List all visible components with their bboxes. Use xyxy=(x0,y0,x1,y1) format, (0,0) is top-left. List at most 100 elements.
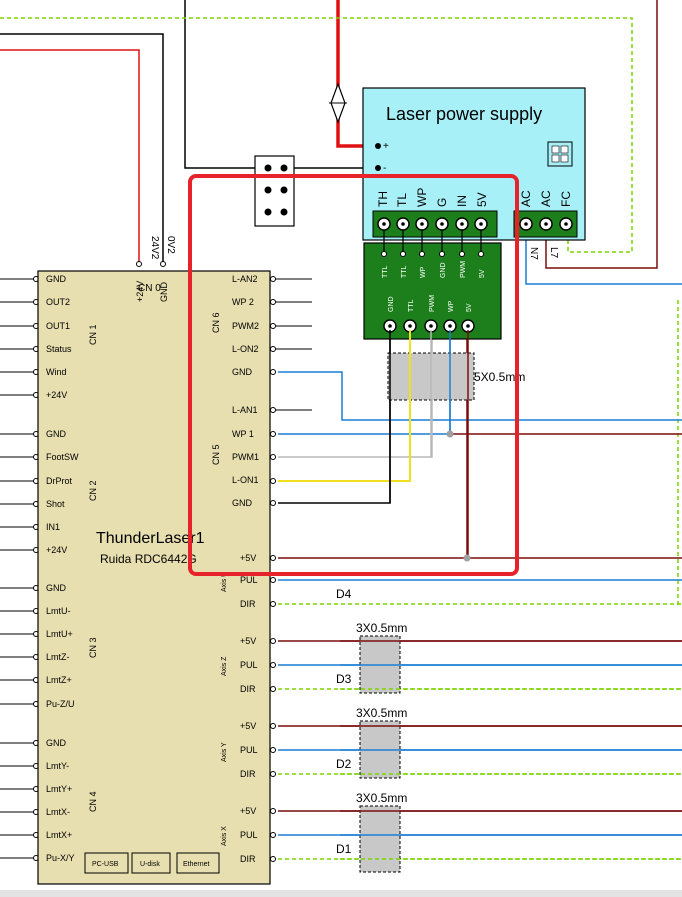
highlight-box xyxy=(188,174,519,576)
cn6-label: CN 6 xyxy=(211,312,221,333)
psu-pin-tl: TL xyxy=(395,193,409,207)
cn5-pin-lon1: L-ON1 xyxy=(232,475,259,485)
axis-z-pins: +5V PUL DIR Axis Z xyxy=(221,636,258,694)
cn5-pin-lan1: L-AN1 xyxy=(232,405,258,415)
cable-3-core-y-label: 3X0.5mm xyxy=(356,706,407,720)
cn0-pin-24v: +24V xyxy=(135,281,145,302)
cn3-pins: GND LmtU- LmtU+ LmtZ- LmtZ+ Pu-Z/U CN 3 xyxy=(46,583,98,709)
adapter-bottom-ttl: TTL xyxy=(408,299,415,312)
psu-minus-terminal xyxy=(375,165,381,171)
cn2-pin-in1: IN1 xyxy=(46,522,60,532)
controller-model: Ruida RDC6442G xyxy=(100,552,197,566)
cn0-connector: CN 0 +24V GND 24V2 0V2 xyxy=(135,236,176,302)
adapter-bottom-gnd: GND xyxy=(388,296,395,312)
cn6-pin-wp2: WP 2 xyxy=(232,297,254,307)
port-u-disk: U-disk xyxy=(140,861,160,868)
axis-x-pins: +5V PUL DIR Axis X xyxy=(221,806,258,864)
psu-pin-g: G xyxy=(435,198,449,207)
psu-pin-wp: WP xyxy=(415,188,429,207)
axis-x-pin-pul: PUL xyxy=(240,830,258,840)
right-pin-circles xyxy=(270,276,276,862)
psu-plus-label: + xyxy=(383,141,389,152)
cn1-pin-status: Status xyxy=(46,344,72,354)
axis-u-pin-dir: DIR xyxy=(240,599,256,609)
port-u-disk-box xyxy=(131,852,171,874)
cn6-pin-lon2: L-ON2 xyxy=(232,344,259,354)
port-pc-usb-box xyxy=(84,852,129,874)
adapter-top-gnd: GND xyxy=(440,262,447,278)
cable-3-core-z: 3X0.5mm xyxy=(356,621,407,694)
cn2-pin-shot: Shot xyxy=(46,499,65,509)
cn2-pin-footsw: FootSW xyxy=(46,452,79,462)
cn3-pin-pu-zu: Pu-Z/U xyxy=(46,699,75,709)
cn3-pin-lmtz-plus: LmtZ+ xyxy=(46,675,72,685)
cn4-pin-gnd: GND xyxy=(46,738,67,748)
cn3-pin-gnd: GND xyxy=(46,583,67,593)
cn1-pin-out1: OUT1 xyxy=(46,321,70,331)
axis-y-pin-dir: DIR xyxy=(240,769,256,779)
cn6-pin-pwm2: PWM2 xyxy=(232,321,259,331)
wire-label-0v2: 0V2 xyxy=(165,236,176,254)
cn4-pin-pu-xy: Pu-X/Y xyxy=(46,853,75,863)
axis-z-pin-5v: +5V xyxy=(240,636,256,646)
psu-pin-ac2: AC xyxy=(539,190,553,207)
wire-n7 xyxy=(525,228,682,285)
adapter-bottom-5v: 5V xyxy=(466,303,473,312)
psu-pin-5v: 5V xyxy=(475,192,489,207)
wire-label-n7: N7 xyxy=(528,247,539,260)
cn4-pin-lmtx-minus: LmtX- xyxy=(46,807,70,817)
cn1-label: CN 1 xyxy=(88,324,98,345)
cn3-label: CN 3 xyxy=(88,637,98,658)
cn4-pin-lmty-plus: LmtY+ xyxy=(46,784,72,794)
cable-5-core-label: 5X0.5mm xyxy=(474,370,525,384)
cn0-label: CN 0 xyxy=(138,283,161,294)
driver-d1: D1 xyxy=(336,842,352,856)
cn4-label: CN 4 xyxy=(88,791,98,812)
wire-24v-red xyxy=(0,49,140,262)
psu-pin-ac1: AC xyxy=(519,190,533,207)
cn2-pin-gnd: GND xyxy=(46,429,67,439)
cn4-pins: GND LmtY- LmtY+ LmtX- LmtX+ Pu-X/Y CN 4 xyxy=(46,738,98,863)
axis-y-pin-5v: +5V xyxy=(240,721,256,731)
wire-label-l7: L7 xyxy=(548,247,559,259)
wire-psu-minus xyxy=(184,0,376,169)
fuse-icon xyxy=(329,82,347,124)
psu-indicator-icon xyxy=(547,141,573,167)
port-ethernet: Ethernet xyxy=(183,861,210,868)
port-pc-usb: PC-USB xyxy=(92,861,119,868)
psu-pin-th: TH xyxy=(376,191,390,207)
ports: PC-USB U-disk Ethernet xyxy=(84,852,220,874)
adapter-top-5v: 5V xyxy=(479,269,486,278)
port-ethernet-box xyxy=(176,852,220,874)
right-stubs xyxy=(275,278,312,411)
cn6-pins: L-AN2 WP 2 PWM2 L-ON2 CN 6 xyxy=(211,274,259,354)
adapter-bottom-wp: WP xyxy=(448,300,455,312)
wire-0v-black xyxy=(0,33,164,262)
cn2-label: CN 2 xyxy=(88,480,98,501)
axis-u-pin-pul: PUL xyxy=(240,575,258,585)
adapter-top-ttl-1: TTL xyxy=(382,265,389,278)
axis-z-pin-dir: DIR xyxy=(240,684,256,694)
cn1-pins: GND OUT2 OUT1 Status Wind +24V CN 1 xyxy=(46,274,98,400)
cn5-pin-pwm1: PWM1 xyxy=(232,452,259,462)
laser-power-supply: Laser power supply + - TH TL WP G IN 5V … xyxy=(362,87,586,260)
junction-5v xyxy=(463,554,471,562)
wire-gnd-black xyxy=(278,326,391,504)
cn5-pin-gnd: GND xyxy=(232,367,253,377)
cn5-pins: GND L-AN1 WP 1 PWM1 L-ON1 GND CN 5 xyxy=(211,367,259,508)
cn5-pin-wp1: WP 1 xyxy=(232,429,254,439)
driver-d2: D2 xyxy=(336,757,352,771)
cn1-pin-wind: Wind xyxy=(46,367,67,377)
adapter-top-pwm: PWM xyxy=(460,261,467,278)
controller-name: ThunderLaser1 xyxy=(96,530,205,547)
psu-pin-in: IN xyxy=(455,195,469,207)
axis-x-pin-5v: +5V xyxy=(240,806,256,816)
wire-l7 xyxy=(545,0,658,269)
axis-y-label: Axis Y xyxy=(221,742,228,762)
cable-3-core-z-label: 3X0.5mm xyxy=(356,621,407,635)
adapter-board: TTL TTL WP GND PWM 5V GND TTL PWM WP 5V xyxy=(363,230,502,340)
bottom-scrollbar[interactable] xyxy=(0,890,682,897)
cn1-pin-gnd: GND xyxy=(46,274,67,284)
cn5-pin-gnd-2: GND xyxy=(232,498,253,508)
cn3-pin-lmtu-plus: LmtU+ xyxy=(46,629,73,639)
